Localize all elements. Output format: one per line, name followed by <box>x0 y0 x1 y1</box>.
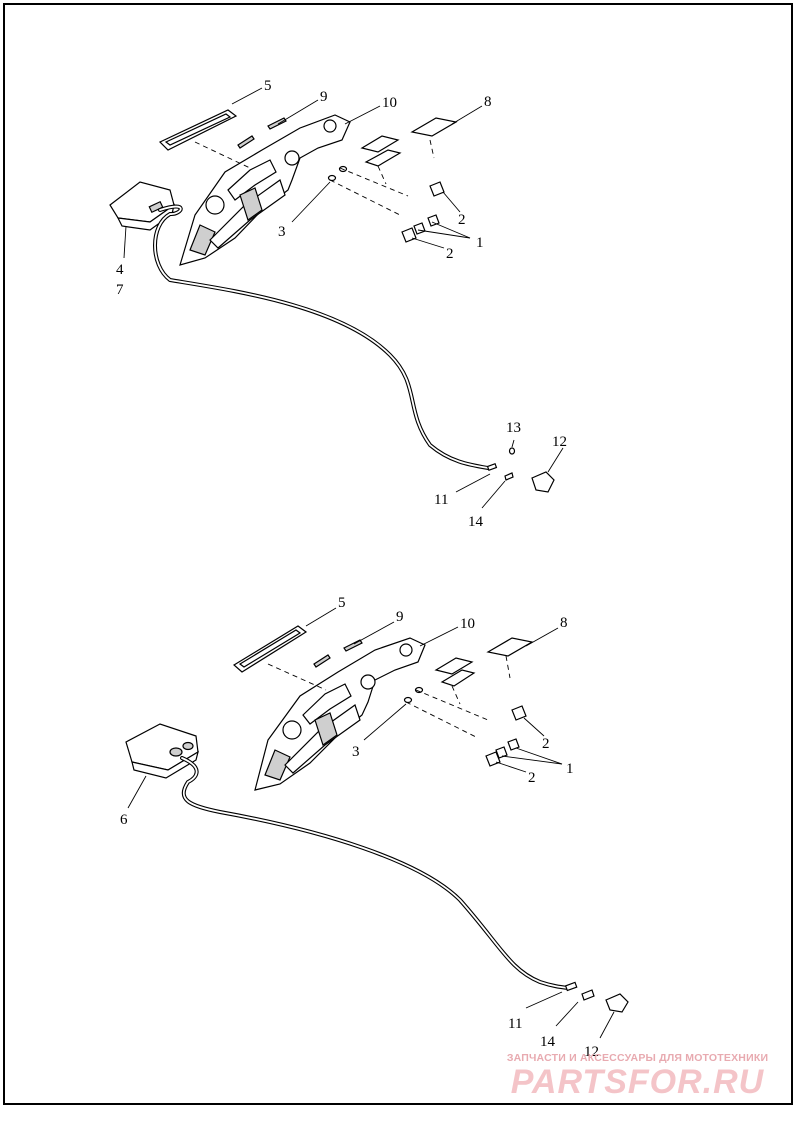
screw-part <box>485 705 527 767</box>
leader-lines <box>127 607 615 1039</box>
bottom-callouts: 5 9 10 8 3 2 1 2 6 11 14 12 <box>120 595 599 1060</box>
lamp-housing-part <box>125 723 199 779</box>
callout-1: 1 <box>566 761 574 777</box>
callout-9: 9 <box>320 89 328 105</box>
bottom-assembly <box>125 607 629 1039</box>
callout-14: 14 <box>468 514 484 530</box>
watermark: ЗАПЧАСТИ И АКСЕССУАРЫ ДЛЯ МОТОТЕХНИКИ PA… <box>485 1052 790 1100</box>
callout-7: 7 <box>116 282 124 298</box>
callout-2: 2 <box>542 736 550 752</box>
gasket-part <box>434 637 534 687</box>
pad-part <box>313 639 363 668</box>
watermark-tagline: ЗАПЧАСТИ И АКСЕССУАРЫ ДЛЯ МОТОТЕХНИКИ <box>506 1052 769 1064</box>
lens-strip-part <box>232 625 308 673</box>
bracket-part <box>179 114 351 266</box>
callout-2: 2 <box>458 212 466 228</box>
callout-5: 5 <box>338 595 346 611</box>
connector-part <box>486 447 555 493</box>
callout-3: 3 <box>352 744 360 760</box>
pad-part <box>237 117 287 149</box>
lamp-housing-part <box>109 181 175 231</box>
callout-10: 10 <box>382 95 397 111</box>
callout-2: 2 <box>446 246 454 262</box>
callout-14: 14 <box>540 1034 556 1050</box>
bracket-part <box>254 637 426 791</box>
washer-part <box>403 686 424 704</box>
screw-part <box>401 181 445 243</box>
watermark-logo: PARTSFOR.RU <box>510 1063 765 1101</box>
callout-4: 4 <box>116 262 124 278</box>
callout-8: 8 <box>484 94 492 110</box>
leader-lines <box>123 87 564 509</box>
callout-11: 11 <box>434 492 448 508</box>
top-assembly <box>109 87 564 509</box>
top-callouts: 5 9 10 8 3 2 1 2 4 7 13 12 11 14 <box>116 78 567 530</box>
callout-8: 8 <box>560 615 568 631</box>
connector-part <box>564 981 629 1013</box>
callout-1: 1 <box>476 235 484 251</box>
callout-11: 11 <box>508 1016 522 1032</box>
callout-6: 6 <box>120 812 128 828</box>
callout-2: 2 <box>528 770 536 786</box>
callout-5: 5 <box>264 78 272 94</box>
callout-10: 10 <box>460 616 475 632</box>
diagram-border <box>3 3 793 1105</box>
gasket-part <box>360 117 458 167</box>
lens-strip-part <box>158 109 238 151</box>
callout-9: 9 <box>396 609 404 625</box>
washer-part <box>327 165 348 182</box>
callout-12: 12 <box>552 434 567 450</box>
callout-12: 12 <box>584 1044 599 1060</box>
callout-3: 3 <box>278 224 286 240</box>
callout-13: 13 <box>506 420 521 436</box>
